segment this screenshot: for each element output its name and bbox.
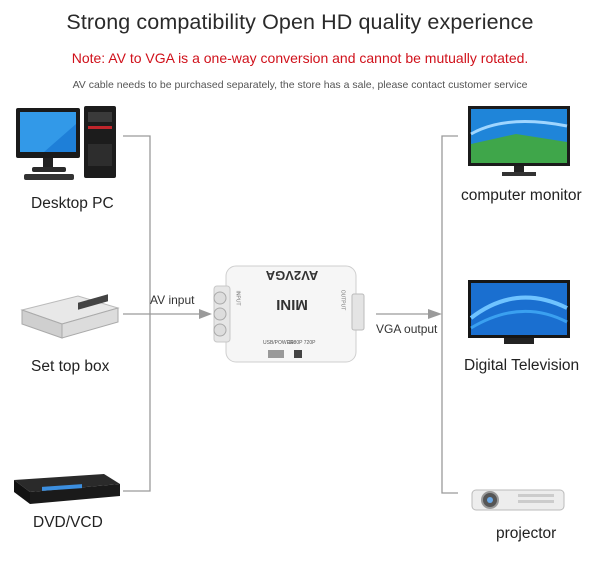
monitor-icon bbox=[468, 106, 570, 176]
source-label-desktop-pc: Desktop PC bbox=[31, 195, 114, 212]
converter-input-port-label: INPUT bbox=[234, 290, 241, 306]
sub-note: AV cable needs to be purchased separatel… bbox=[72, 79, 528, 91]
source-label-dvd: DVD/VCD bbox=[33, 514, 103, 531]
warning-note: Note: AV to VGA is a one-way conversion … bbox=[71, 50, 529, 66]
vga-output-label: VGA output bbox=[376, 322, 438, 336]
set-top-box-icon bbox=[20, 294, 120, 339]
desktop-pc-icon bbox=[16, 106, 116, 180]
dvd-player-icon bbox=[14, 474, 120, 504]
converter-name-text: MINI bbox=[276, 296, 308, 313]
projector-icon bbox=[471, 489, 565, 511]
av-input-label: AV input bbox=[150, 293, 195, 307]
av2vga-converter-icon bbox=[213, 265, 365, 363]
converter-output-port-label: OUTPUT bbox=[339, 289, 346, 311]
television-icon bbox=[468, 280, 570, 344]
page-title: Strong compatibility Open HD quality exp… bbox=[66, 10, 534, 34]
converter-usb-label: USB/POWER bbox=[263, 340, 294, 346]
source-label-set-top-box: Set top box bbox=[31, 358, 110, 375]
output-label-monitor: computer monitor bbox=[461, 187, 582, 204]
converter-switch-label: 1080P 720P bbox=[288, 340, 316, 346]
output-label-television: Digital Television bbox=[464, 357, 580, 374]
converter-model-text: AV2VGA bbox=[265, 268, 319, 283]
output-label-projector: projector bbox=[496, 525, 557, 542]
